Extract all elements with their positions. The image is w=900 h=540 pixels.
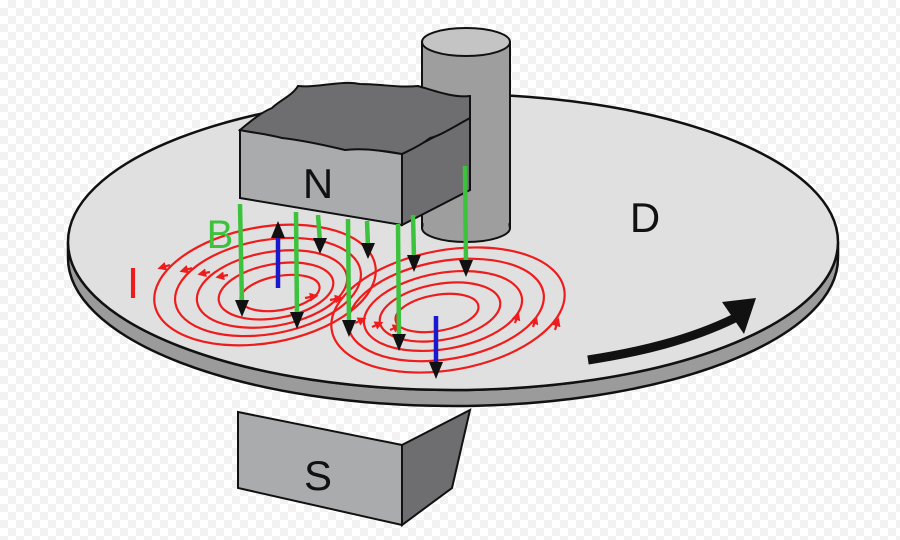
disc-label: D	[630, 194, 660, 241]
induced-field-up	[271, 221, 285, 288]
current-label: I	[127, 259, 139, 308]
field-line	[313, 214, 327, 254]
field-line	[407, 214, 421, 272]
north-magnet	[237, 81, 471, 227]
rotation-arrow-icon	[587, 298, 756, 365]
eddy-current-arrows	[157, 262, 561, 333]
magnetic-field-lines	[235, 165, 473, 351]
field-label: B	[207, 213, 234, 257]
induced-field-down	[429, 316, 443, 379]
field-line	[392, 223, 406, 351]
field-line	[290, 211, 304, 329]
north-pole-label: N	[303, 160, 333, 207]
field-line	[361, 220, 375, 259]
field-line	[459, 165, 473, 277]
induced-field-arrows	[271, 221, 443, 379]
south-pole-label: S	[304, 452, 332, 499]
south-magnet	[237, 408, 472, 527]
field-line	[235, 203, 249, 317]
field-line	[342, 218, 356, 337]
